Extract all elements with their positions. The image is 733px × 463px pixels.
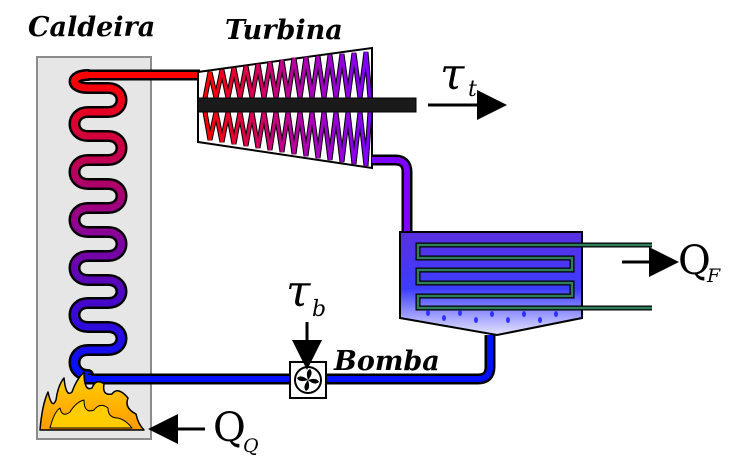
turbine-label: Turbina <box>225 15 343 46</box>
svg-text:Q: Q <box>678 238 711 284</box>
condensate-droplets <box>426 310 558 323</box>
svg-text:b: b <box>312 297 326 322</box>
svg-text:F: F <box>706 265 721 287</box>
boiler-label: Caldeira <box>28 12 155 43</box>
svg-text:τ: τ <box>286 266 311 317</box>
flame-icon <box>39 371 145 431</box>
heat-out-label: Q F <box>678 238 721 287</box>
heat-in-label: Q Q <box>213 405 259 457</box>
svg-text:t: t <box>468 77 477 102</box>
svg-text:τ: τ <box>440 49 465 100</box>
pump-label: Bomba <box>333 346 440 377</box>
condenser <box>399 231 652 337</box>
pump-work-label: τ b <box>286 266 326 322</box>
pump <box>289 361 327 399</box>
svg-text:Q: Q <box>213 405 246 451</box>
turbine-work-label: τ t <box>440 49 477 102</box>
pipe-turbine-to-condenser <box>372 154 413 232</box>
svg-text:Q: Q <box>243 435 259 457</box>
turbine-shaft <box>197 97 417 113</box>
pump-fan-icon <box>297 369 319 391</box>
